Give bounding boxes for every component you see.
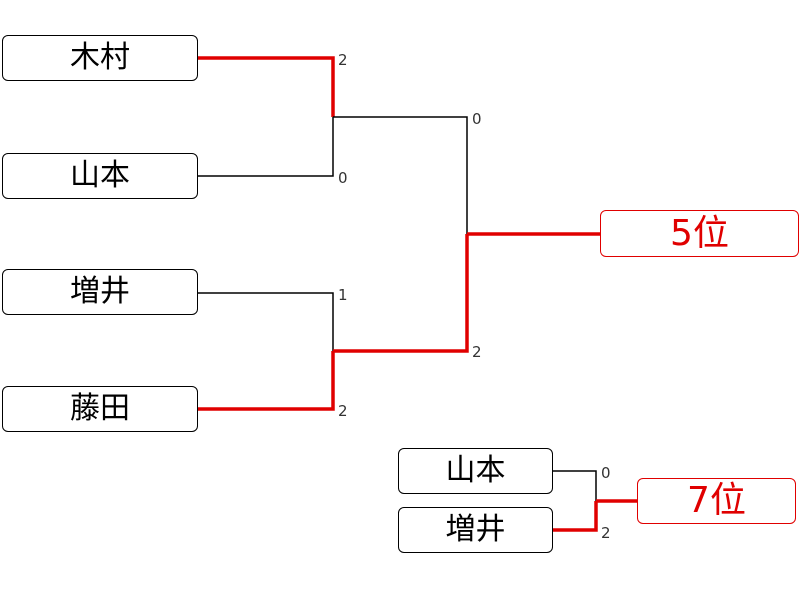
player-box-fujita: 藤田 (2, 386, 198, 432)
score-semifinal-top: 0 (472, 110, 482, 128)
player-box-sub-yamamoto: 山本 (398, 448, 553, 494)
result-label: 7位 (687, 480, 746, 521)
player-box-kimura: 木村 (2, 35, 198, 81)
winner-line-fujita (198, 351, 335, 411)
score-fujita: 2 (338, 402, 348, 420)
player-name: 木村 (70, 40, 130, 75)
player-name: 山本 (445, 453, 506, 488)
winner-line-kimura (198, 56, 335, 117)
winner-line-sub-masui (553, 501, 598, 532)
score-semifinal-bottom: 2 (472, 343, 482, 361)
loser-line-sub-yamamoto (553, 470, 597, 501)
loser-line-yamamoto (198, 117, 334, 177)
player-box-yamamoto: 山本 (2, 153, 198, 199)
loser-line-masui (198, 292, 334, 351)
score-masui: 1 (338, 286, 348, 304)
score-sub-yamamoto: 0 (601, 464, 611, 482)
score-sub-masui: 2 (601, 524, 611, 542)
player-box-sub-masui: 増井 (398, 507, 553, 553)
winner-line-semifinal-bottom (333, 234, 469, 353)
result-box-5th: 5位 (600, 210, 799, 257)
player-name: 増井 (445, 512, 506, 547)
result-box-7th: 7位 (637, 478, 796, 524)
loser-line-semifinal-top (333, 116, 468, 234)
score-yamamoto: 0 (338, 169, 348, 187)
player-name: 藤田 (70, 391, 130, 426)
player-name: 山本 (70, 158, 130, 193)
player-box-masui: 増井 (2, 269, 198, 315)
result-label: 5位 (670, 212, 729, 254)
score-kimura: 2 (338, 51, 348, 69)
player-name: 増井 (70, 274, 130, 309)
